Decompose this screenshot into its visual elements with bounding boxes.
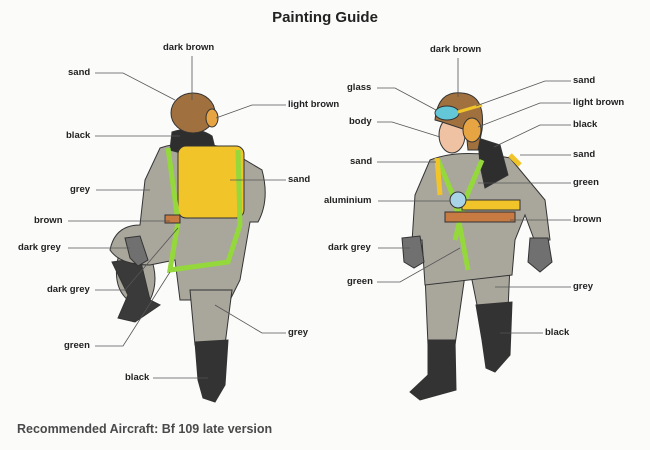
label-green: green: [347, 276, 373, 287]
leader-line: [493, 124, 571, 148]
front-goggle-strap: [457, 103, 483, 114]
label-grey: grey: [573, 281, 594, 292]
label-dark-grey: dark grey: [328, 242, 371, 253]
label-dark-brown: dark brown: [163, 42, 215, 53]
leader-line: [377, 87, 437, 111]
label-sand: sand: [288, 174, 311, 185]
leader-line: [95, 72, 176, 101]
back-glove: [124, 235, 149, 267]
leader-line: [215, 104, 286, 119]
label-dark-grey: dark grey: [47, 284, 90, 295]
label-dark-grey: dark grey: [18, 242, 61, 253]
label-sand: sand: [573, 75, 596, 86]
label-black: black: [545, 327, 570, 338]
label-grey: grey: [70, 184, 91, 195]
label-aluminium: aluminium: [324, 195, 372, 206]
page-title: Painting Guide: [272, 9, 378, 26]
front-belt: [444, 211, 516, 223]
back-parachute-pack: [177, 145, 245, 219]
front-earpiece: [462, 117, 482, 143]
leader-line: [214, 304, 286, 334]
leader-line: [475, 80, 571, 107]
back-right-leg: [189, 289, 233, 346]
label-black: black: [573, 119, 598, 130]
label-green: green: [573, 177, 599, 188]
label-glass: glass: [347, 82, 372, 93]
label-light-brown: light brown: [573, 97, 625, 108]
front-harness-buckle: [449, 191, 467, 209]
front-left-boot: [409, 339, 457, 401]
leader-line: [95, 227, 179, 291]
label-sand: sand: [350, 156, 373, 167]
label-sand: sand: [573, 149, 596, 160]
label-green: green: [64, 340, 90, 351]
label-brown: brown: [573, 214, 602, 225]
label-sand: sand: [68, 67, 91, 78]
front-view-figure: [401, 92, 553, 401]
back-earpiece: [205, 108, 219, 128]
front-belt-strap: [461, 199, 521, 211]
leader-lines: [68, 56, 571, 379]
front-right-boot: [475, 301, 513, 373]
label-brown: brown: [34, 215, 63, 226]
front-shoulder-strap: [434, 153, 522, 196]
label-dark-brown: dark brown: [430, 44, 482, 55]
label-light-brown: light brown: [288, 99, 340, 110]
back-harness: [165, 147, 243, 273]
label-black: black: [125, 372, 150, 383]
label-black: black: [66, 130, 91, 141]
label-grey: grey: [288, 327, 309, 338]
back-view-figure: [109, 92, 266, 403]
leader-line: [95, 271, 171, 347]
leader-line: [377, 121, 441, 138]
leader-line: [377, 247, 461, 283]
back-right-boot: [194, 339, 229, 403]
label-body: body: [349, 116, 372, 127]
front-right-glove: [527, 237, 553, 273]
leader-line: [477, 102, 571, 128]
back-belt: [164, 214, 181, 224]
recommended-aircraft: Recommended Aircraft: Bf 109 late versio…: [17, 422, 273, 436]
front-left-glove: [401, 235, 425, 269]
front-left-leg: [424, 274, 466, 346]
front-goggles: [434, 105, 460, 121]
